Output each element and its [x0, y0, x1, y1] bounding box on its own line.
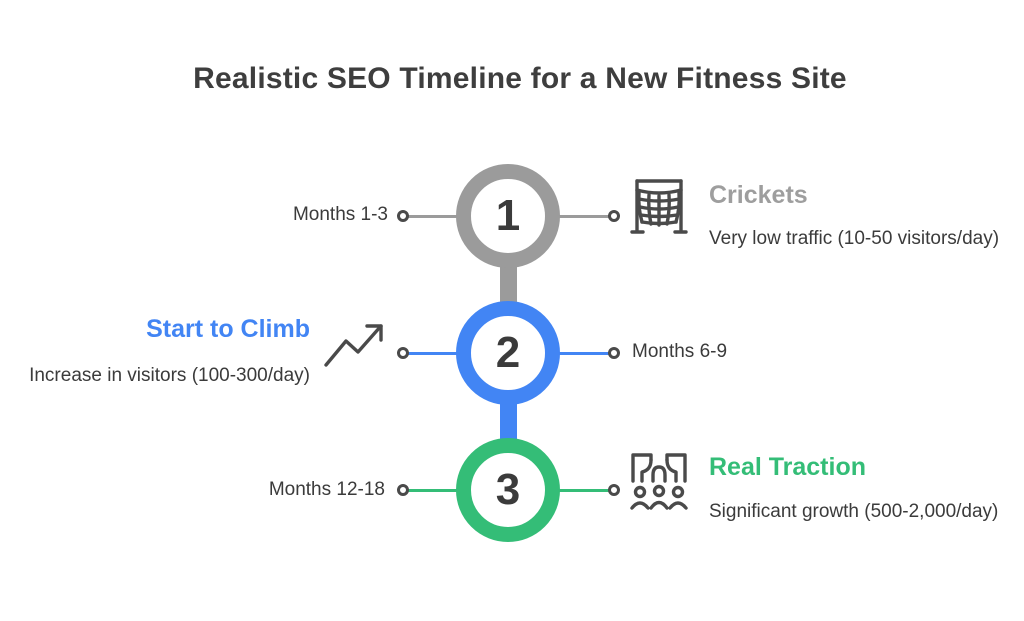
- stage-2-number: 2: [495, 328, 521, 377]
- stage-2-right-label: Months 6-9: [632, 341, 728, 362]
- connector-dot: [608, 210, 620, 222]
- net-icon: [630, 172, 688, 238]
- connector-dot: [397, 210, 409, 222]
- connector-line: [406, 489, 458, 492]
- stage-3-description: Significant growth (500-2,000/day): [709, 501, 999, 522]
- connector-dot: [608, 484, 620, 496]
- stage-3-left-label: Months 12-18: [268, 479, 385, 500]
- connector-line: [406, 215, 458, 218]
- connector-dot: [608, 347, 620, 359]
- connector-line: [558, 215, 610, 218]
- stage-1-left-label: Months 1-3: [292, 204, 388, 225]
- stage-2-node: 2: [456, 301, 560, 405]
- stage-1-heading: Crickets: [709, 181, 808, 209]
- connector-line: [558, 489, 610, 492]
- trend-up-icon: [322, 320, 388, 372]
- stage-2-description: Increase in visitors (100-300/day): [29, 365, 310, 386]
- connector-dot: [397, 347, 409, 359]
- stage-2-heading: Start to Climb: [146, 315, 310, 343]
- connector-line: [406, 352, 458, 355]
- stage-1-number: 1: [495, 191, 521, 240]
- stage-3-number: 3: [495, 465, 521, 514]
- stage-1-node: 1: [456, 164, 560, 268]
- page-title: Realistic SEO Timeline for a New Fitness…: [193, 62, 847, 95]
- connector-dot: [397, 484, 409, 496]
- audience-icon: [628, 447, 690, 511]
- connector-line: [558, 352, 610, 355]
- stage-3-heading: Real Traction: [709, 453, 866, 481]
- stage-3-node: 3: [456, 438, 560, 542]
- stage-1-description: Very low traffic (10-50 visitors/day): [709, 228, 1000, 249]
